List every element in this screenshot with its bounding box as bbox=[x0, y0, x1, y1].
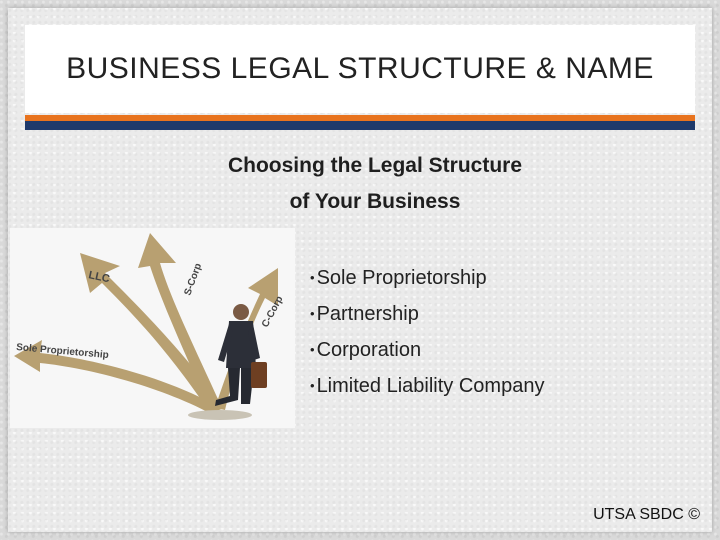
business-choices-illustration: LLC S-Corp C-Corp Sole Proprietorship bbox=[10, 228, 295, 428]
accent-bar-orange bbox=[25, 115, 695, 121]
bullet-icon: • bbox=[310, 342, 315, 357]
figure-shadow bbox=[188, 410, 252, 420]
list-item: •Partnership bbox=[310, 296, 544, 332]
legal-structure-list: •Sole Proprietorship •Partnership •Corpo… bbox=[310, 260, 544, 404]
figure-left-leg bbox=[215, 368, 240, 406]
arrow-sole-proprietorship bbox=[14, 340, 220, 416]
briefcase-icon bbox=[251, 362, 267, 388]
list-item: •Corporation bbox=[310, 332, 544, 368]
list-item-text: Sole Proprietorship bbox=[316, 267, 487, 289]
footer-credit: UTSA SBDC © bbox=[593, 506, 700, 523]
subtitle-line-2: of Your Business bbox=[289, 190, 461, 213]
label-llc: LLC bbox=[87, 269, 110, 285]
bullet-icon: • bbox=[310, 306, 315, 321]
list-item-text: Corporation bbox=[316, 339, 422, 361]
subtitle-line-1: Choosing the Legal Structure bbox=[227, 154, 523, 177]
list-item-text: Limited Liability Company bbox=[316, 375, 545, 397]
businessman-figure bbox=[188, 304, 267, 420]
figure-head bbox=[233, 304, 249, 320]
figure-left-arm bbox=[218, 324, 233, 362]
subtitle: Choosing the Legal Structure of Your Bus… bbox=[150, 148, 600, 220]
bullet-icon: • bbox=[310, 378, 315, 393]
accent-bar-navy bbox=[25, 121, 695, 130]
list-item: •Limited Liability Company bbox=[310, 368, 544, 404]
figure-right-arm bbox=[248, 324, 260, 360]
page-title: BUSINESS LEGAL STRUCTURE & NAME bbox=[66, 52, 654, 85]
list-item: •Sole Proprietorship bbox=[310, 260, 544, 296]
bullet-icon: • bbox=[310, 270, 315, 285]
figure-right-leg bbox=[241, 368, 254, 404]
list-item-text: Partnership bbox=[316, 303, 419, 325]
arrow-llc bbox=[80, 253, 225, 413]
title-box: BUSINESS LEGAL STRUCTURE & NAME bbox=[25, 25, 695, 113]
arrow-s-corp bbox=[138, 233, 222, 410]
